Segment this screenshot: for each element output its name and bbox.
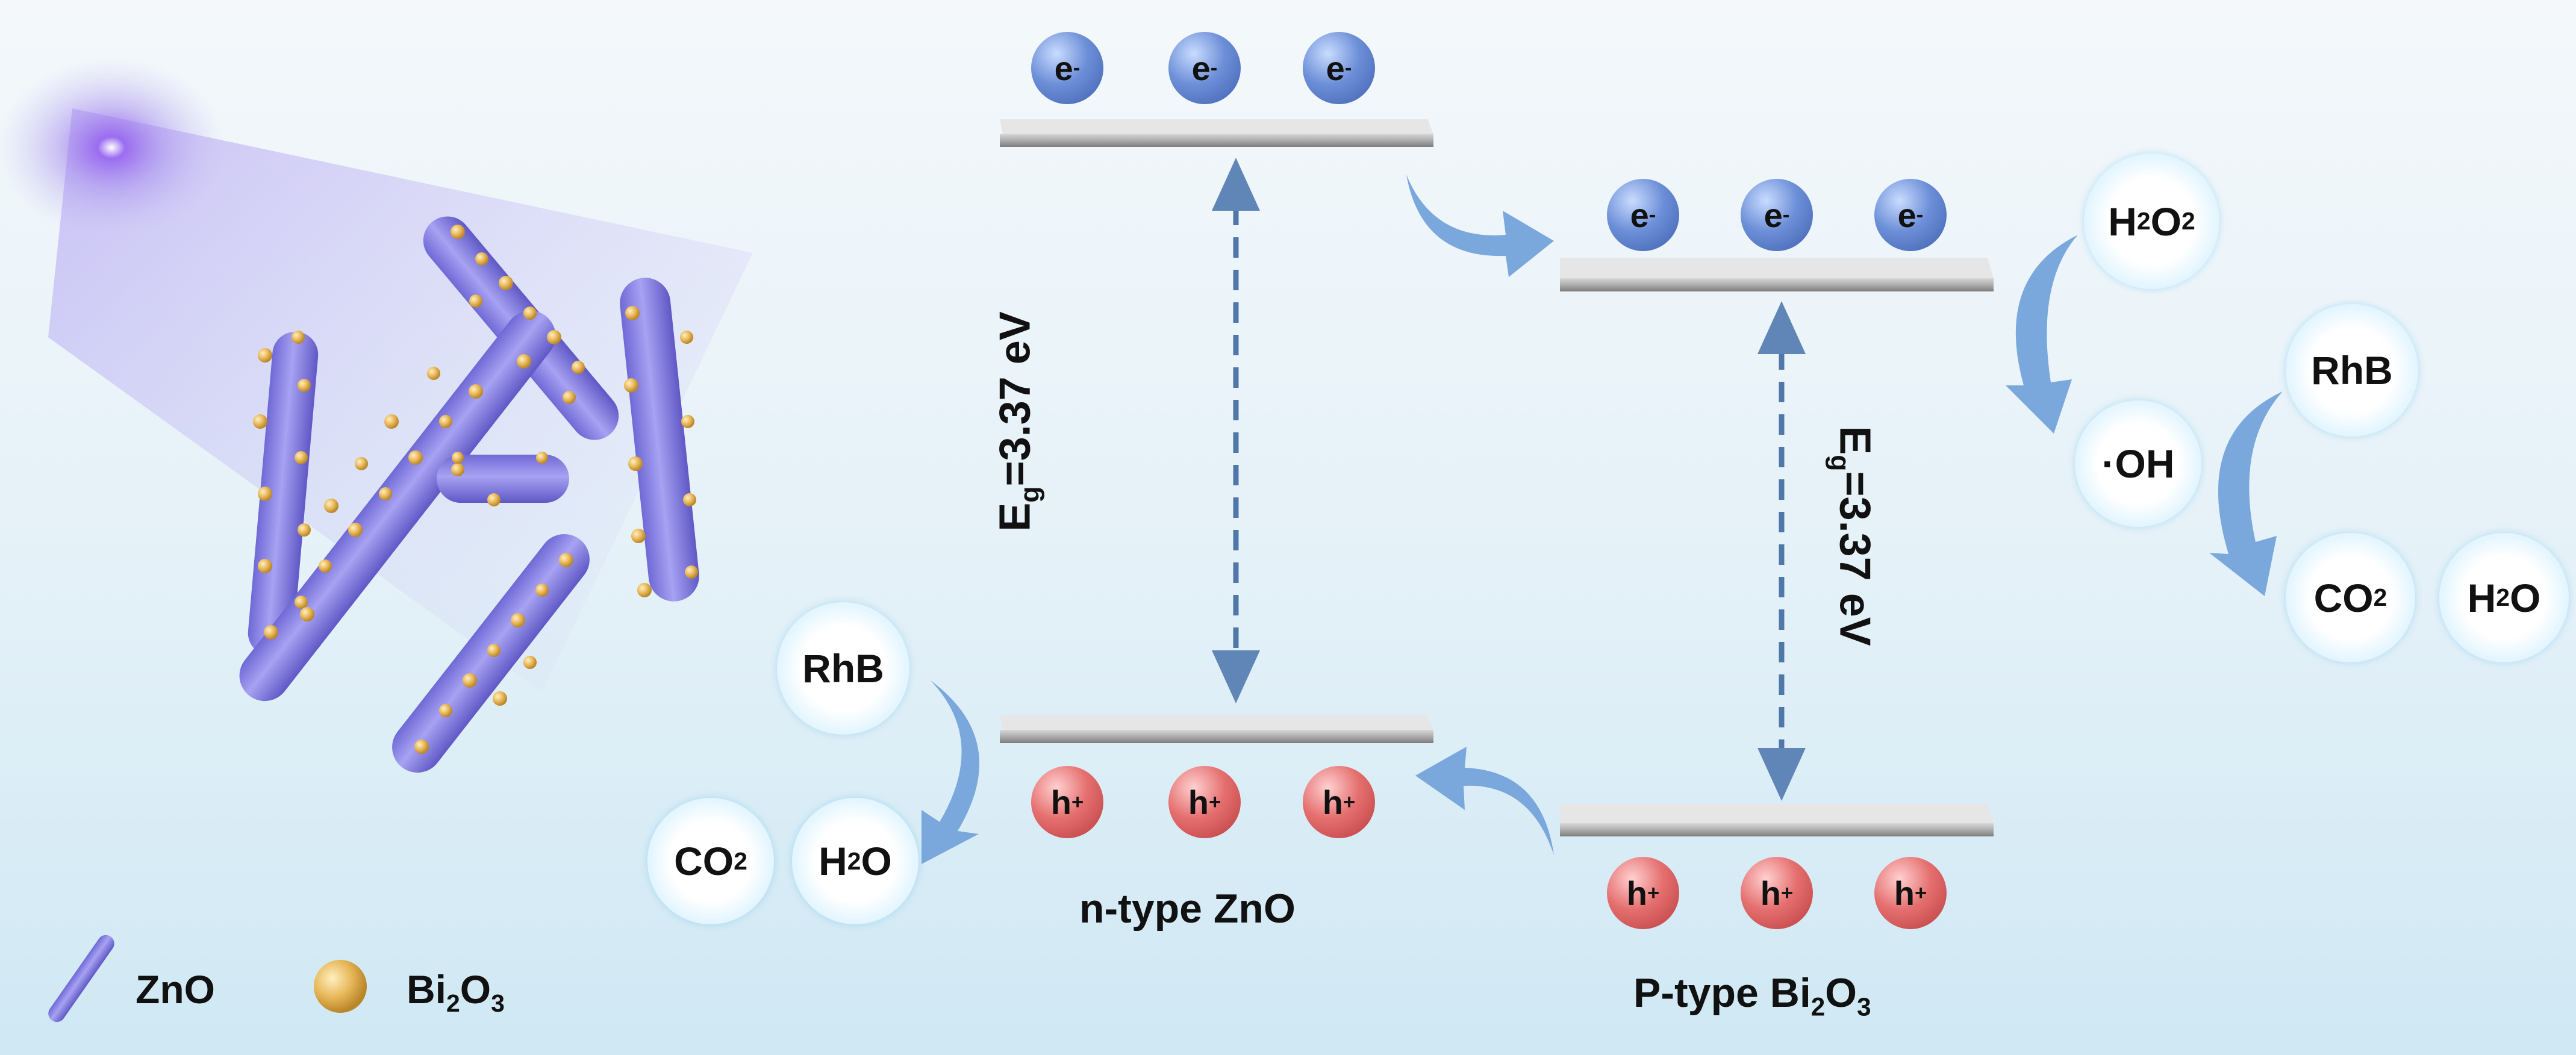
rhb-bubble-left: RhB <box>777 602 909 735</box>
zno-type-label: n-type ZnO <box>1079 886 1296 932</box>
bi2o3-type-label: P-type Bi2O3 <box>1633 970 1871 1021</box>
bi2o3-electron-3: e- <box>1874 179 1947 251</box>
legend-zno-label: ZnO <box>136 967 215 1012</box>
hydroxyl-radical-bubble: ·OH <box>2075 400 2201 527</box>
bi2o3-particles <box>253 225 698 754</box>
legend-zno-icon <box>48 935 114 1022</box>
zno-band-gap-label: Eg=3.37 eV <box>991 311 1045 532</box>
bi2o3-hole-2: h+ <box>1741 857 1813 929</box>
electron-transfer-arrow <box>1406 175 1554 277</box>
bi2o3-band-gap-label: Eg=3.37 eV <box>1825 426 1879 646</box>
bi2o3-hole-3: h+ <box>1874 857 1947 929</box>
rhb-to-h2o-arrow <box>922 680 979 864</box>
zno-electron-2: e- <box>1168 32 1241 104</box>
rhb-bubble-right: RhB <box>2286 304 2418 437</box>
bi2o3-gap-arrow <box>1757 301 1806 801</box>
zno-valence-band <box>1000 715 1433 743</box>
legend-bi2o3-icon <box>314 960 367 1013</box>
bi2o3-electron-1: e- <box>1607 179 1679 251</box>
zno-electron-3: e- <box>1303 32 1375 104</box>
bi2o3-conduction-band <box>1560 258 1994 291</box>
bi2o3-hole-1: h+ <box>1607 857 1679 929</box>
hole-transfer-arrow <box>1415 747 1554 855</box>
zno-hole-3: h+ <box>1303 766 1375 838</box>
zno-conduction-band <box>1000 119 1433 147</box>
zno-electron-1: e- <box>1031 32 1103 104</box>
bi2o3-electron-2: e- <box>1741 179 1813 251</box>
rhb-to-co2-arrow <box>2209 391 2283 596</box>
zno-gap-arrow <box>1212 158 1260 703</box>
h2o2-to-oh-arrow <box>2006 235 2078 434</box>
legend-bi2o3-label: Bi2O3 <box>407 967 505 1018</box>
bi2o3-valence-band <box>1560 804 1994 836</box>
zno-hole-1: h+ <box>1031 766 1103 838</box>
zno-hole-2: h+ <box>1168 766 1241 838</box>
